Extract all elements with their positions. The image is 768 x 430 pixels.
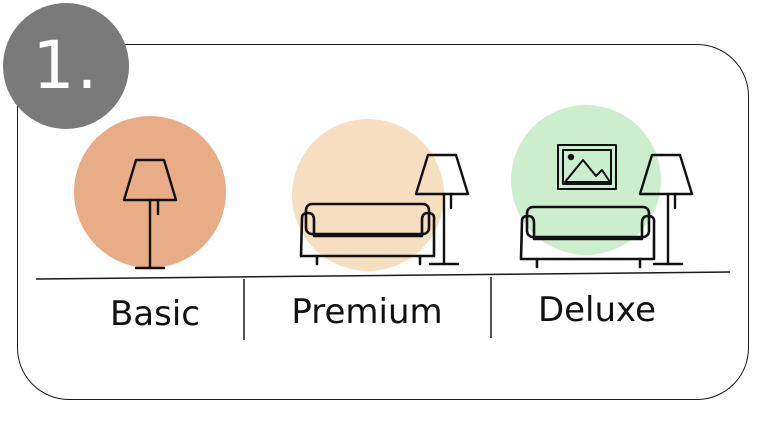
floor-lamp-icon [638,153,694,266]
sofa-icon [519,205,656,269]
basic-circle [74,116,226,268]
sofa-icon [299,202,436,266]
deluxe-circle [511,105,661,255]
step-number-badge: 1. [3,3,129,129]
tier-label-premium: Premium [291,292,443,332]
tier-label-basic: Basic [109,294,200,334]
floor-line [35,271,731,280]
floor-lamp-icon [414,153,470,266]
framed-picture-icon [557,144,617,190]
floor-lamp-icon [122,158,178,270]
tier-label-deluxe: Deluxe [537,290,657,330]
